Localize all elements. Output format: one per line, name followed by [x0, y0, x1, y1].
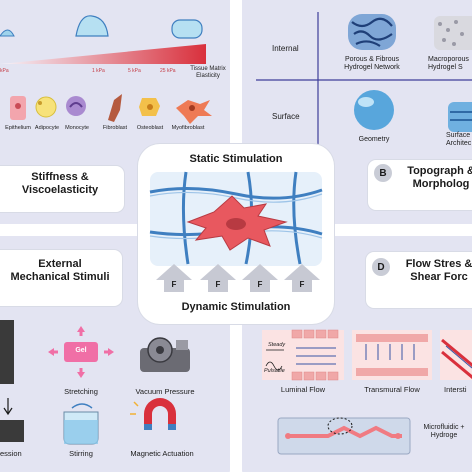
stirring-label: Stirring	[69, 449, 93, 458]
cell-label-myofibroblast: Myofibroblast	[171, 125, 205, 131]
myofibroblast-icon	[176, 100, 212, 124]
transmural-flow-label: Transmural Flow	[364, 385, 420, 394]
geometry-label: Geometry	[358, 136, 390, 143]
microfluidic-chip-icon	[277, 417, 411, 455]
force-arrow-3	[242, 264, 278, 292]
stirring-beaker-icon	[63, 403, 99, 445]
cell-label-osteoblast: Osteoblast	[136, 125, 164, 131]
cell-label-adipocyte: Adipocyte	[34, 125, 60, 131]
scale-label-low: kPa	[0, 68, 9, 74]
cell-type-icons	[10, 94, 212, 124]
row-label-surface: Surface	[272, 112, 300, 121]
geometry-sphere-icon	[354, 90, 394, 130]
scale-label-1kpa: 1 kPa	[92, 68, 105, 74]
interstitial-flow-icon	[440, 330, 472, 380]
microfluidic-label: Microfluidic + Hydroge	[423, 424, 465, 440]
transmural-flow-icon	[352, 330, 432, 380]
surface-architecture-label: Surface Architec	[446, 132, 472, 148]
porous-network-icon	[348, 14, 396, 50]
magnet-icon	[130, 398, 176, 430]
row-label-internal: Internal	[272, 44, 299, 53]
cell-label-fibroblast: Fibroblast	[102, 125, 128, 131]
fibroblast-icon	[108, 94, 122, 122]
interstitial-flow-label: Intersti	[444, 385, 467, 394]
cell-label-epithelium: Epithelium	[5, 125, 31, 131]
macroporous-icon	[434, 16, 472, 50]
static-stimulation-label: Static Stimulation	[189, 153, 283, 165]
vacuum-pump-icon	[140, 337, 190, 372]
topography-title: Topograph & Morpholog	[407, 165, 472, 190]
stiffness-title: Stiffness & Viscoelasticity	[21, 171, 99, 196]
luminal-flow-icon	[262, 329, 344, 381]
force-label-3: F	[257, 280, 263, 289]
stretching-icon	[48, 326, 114, 378]
dynamic-stimulation-label: Dynamic Stimulation	[181, 301, 291, 313]
force-arrow-1	[156, 264, 192, 292]
surface-architecture-icon	[448, 102, 472, 132]
osteoblast-icon	[139, 98, 160, 116]
epithelium-icon	[10, 96, 26, 120]
stiffness-title-box	[0, 166, 124, 212]
force-label-1: F	[171, 280, 177, 289]
monocyte-icon	[66, 96, 86, 116]
pulsatile-wave-label: Pulsatile	[264, 368, 285, 374]
scale-label-5kpa: 5 kPa	[128, 68, 141, 74]
force-arrow-4	[284, 264, 320, 292]
adipocyte-icon	[35, 96, 57, 118]
mechanical-title-box	[0, 250, 122, 306]
compression-device-icon	[0, 320, 24, 442]
macroporous-label: Macroporous Hydrogel S	[428, 56, 469, 72]
compression-label: ession	[0, 449, 22, 458]
stretching-label: Stretching	[64, 387, 98, 396]
scale-label-25kpa: 25 kPa	[160, 68, 176, 74]
flow-title: Flow Stres & Shear Forc	[405, 258, 472, 283]
panel-badge-b: B	[374, 164, 392, 182]
panel-badge-d: D	[372, 258, 390, 276]
gel-label: Gel	[75, 347, 87, 354]
force-arrow-2	[200, 264, 236, 292]
cell-label-monocyte: Monocyte	[65, 125, 89, 131]
elasticity-label: Tissue Matrix Elasticity	[190, 66, 226, 79]
mechanical-title: External Mechanical Stimuli	[10, 258, 110, 283]
steady-wave-label: Steady	[268, 342, 286, 348]
force-label-4: F	[299, 280, 305, 289]
force-label-2: F	[215, 280, 221, 289]
porous-network-label: Porous & Fibrous Hydrogel Network	[344, 56, 400, 72]
vacuum-pressure-label: Vacuum Pressure	[135, 387, 195, 396]
magnetic-actuation-label: Magnetic Actuation	[130, 449, 194, 458]
luminal-flow-label: Luminal Flow	[280, 385, 326, 394]
